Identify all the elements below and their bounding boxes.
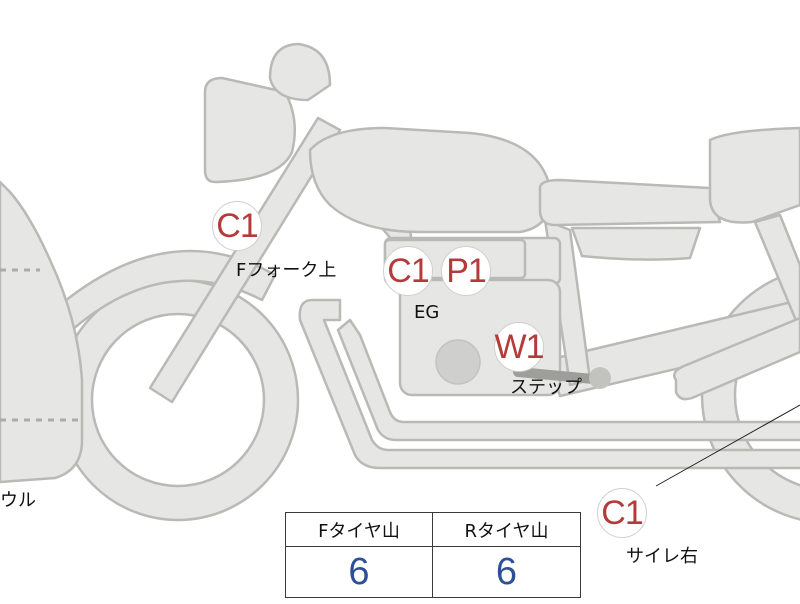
side-cover	[570, 226, 702, 261]
rear-tire-value: 6	[495, 550, 518, 593]
swing-arm	[673, 316, 800, 401]
label-eg: EG	[414, 302, 440, 323]
front-fairing	[0, 180, 84, 484]
rear-suspension	[753, 213, 800, 332]
damage-badge-eg-c1: C1	[383, 246, 433, 296]
tire-tread-table: Fタイヤ山 Rタイヤ山 6 6	[285, 512, 581, 598]
front-fender	[58, 249, 277, 332]
damage-badge-muffler-right: C1	[597, 488, 647, 538]
front-tire-value: 6	[286, 547, 433, 597]
step-knob	[589, 367, 611, 389]
mirror	[268, 42, 332, 102]
tail-cowl	[708, 126, 800, 224]
damage-badge-step: W1	[494, 322, 545, 372]
front-wheel	[56, 278, 300, 522]
headlight	[203, 76, 297, 184]
leader-line	[655, 404, 800, 487]
label-cowl-partial: ウル	[0, 490, 36, 511]
seat	[538, 178, 722, 227]
label-step: ステップ	[510, 377, 582, 398]
damage-badge-f-fork: C1	[212, 201, 262, 251]
front-tire-header: Fタイヤ山	[286, 513, 433, 547]
damage-badge-eg-p1: P1	[441, 246, 491, 296]
fuel-tank	[308, 126, 552, 234]
rear-tire-header: Rタイヤ山	[433, 513, 580, 547]
front-fork	[148, 116, 342, 404]
label-muffler-right: サイレ右	[626, 546, 698, 567]
label-f-fork: Fフォーク上	[236, 260, 337, 281]
